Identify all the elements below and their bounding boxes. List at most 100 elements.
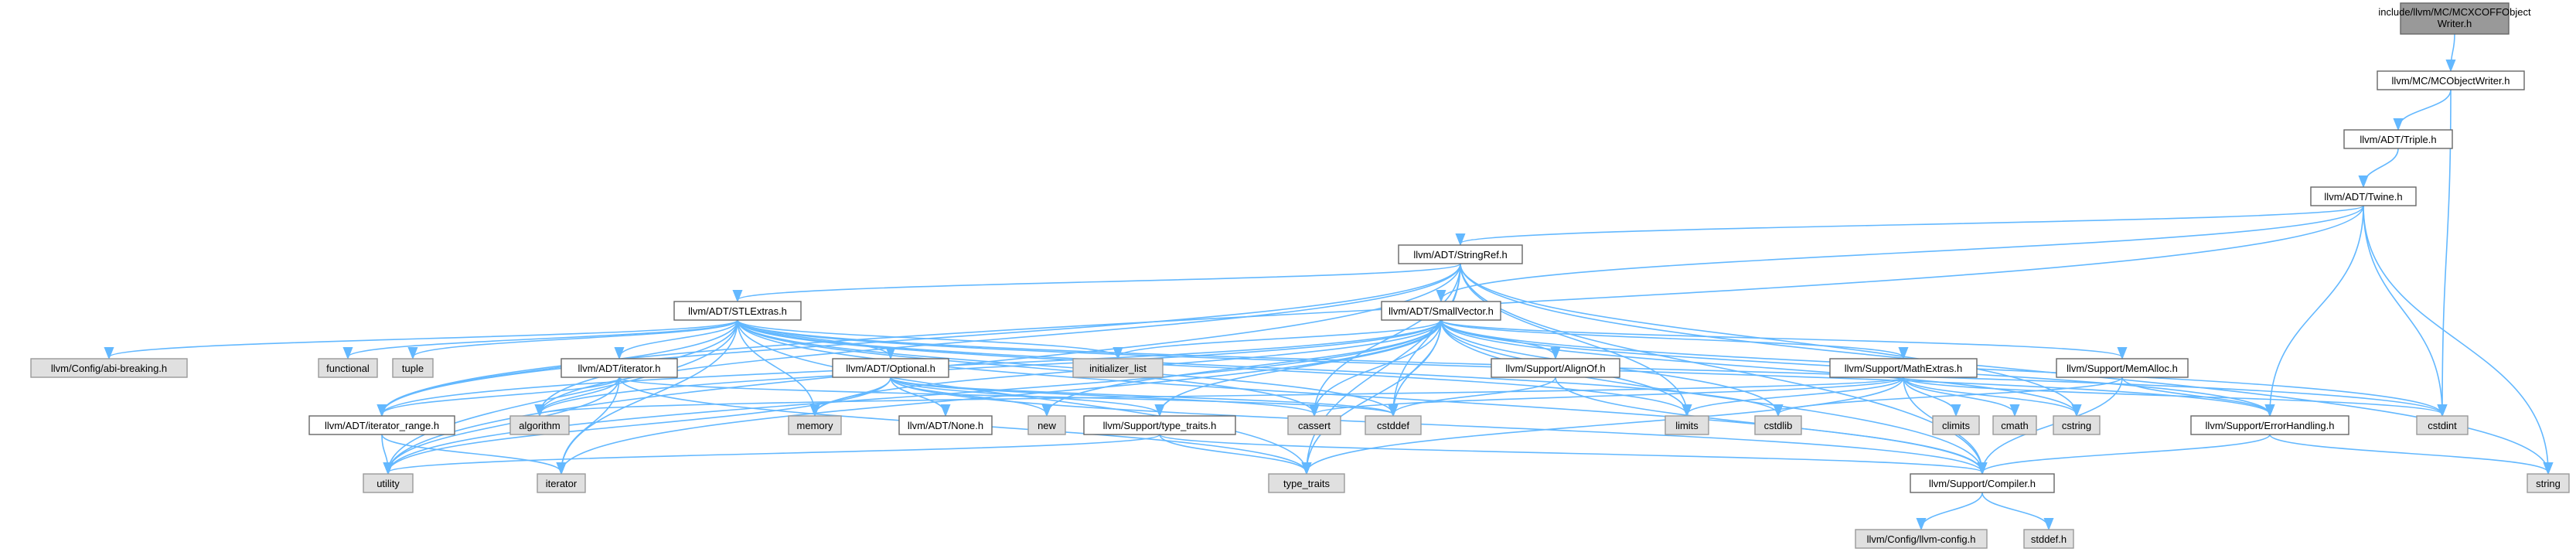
edge-stringref-to-iterrange	[382, 263, 1461, 414]
edge-iterrange-to-iterator	[381, 434, 561, 472]
node-box-memalloc	[2056, 358, 2189, 378]
edge-optional-to-memory	[815, 377, 891, 414]
edge-smallvector-to-initlist	[1118, 319, 1442, 357]
node-box-stddef	[2023, 529, 2074, 549]
node-stlextras[interactable]: llvm/ADT/STLExtras.h	[673, 301, 802, 321]
node-box-cstdint	[2416, 415, 2469, 435]
node-box-abibreaking	[30, 358, 188, 378]
edge-twine-to-smallvector	[1441, 205, 2364, 300]
node-label-twine: llvm/ADT/Twine.h	[2324, 191, 2402, 203]
node-label-functional: functional	[326, 363, 370, 374]
node-label-tuple: tuple	[402, 363, 424, 374]
edge-stlextras-to-cassert	[737, 319, 1314, 414]
edge-twine-to-cstdint	[2363, 205, 2442, 414]
node-iterrange[interactable]: llvm/ADT/iterator_range.h	[308, 415, 455, 435]
node-box-mathextras	[1829, 358, 1978, 378]
edge-optional-to-typetraitsh	[890, 377, 1160, 414]
node-box-cstddef	[1365, 415, 1422, 435]
node-initlist: initializer_list	[1072, 358, 1164, 378]
edge-typetraitsh-to-type_traits	[1159, 434, 1307, 472]
edge-typetraitsh-to-utility	[388, 434, 1160, 472]
node-cstdlib: cstdlib	[1754, 415, 1802, 435]
edge-typetraitsh-to-compiler	[1159, 434, 1982, 472]
node-twine[interactable]: llvm/ADT/Twine.h	[2310, 186, 2417, 206]
node-label-iteratorh: llvm/ADT/iterator.h	[578, 363, 661, 374]
node-label-stlextras: llvm/ADT/STLExtras.h	[688, 305, 787, 317]
node-box-functional	[318, 358, 378, 378]
node-iterator: iterator	[537, 473, 586, 493]
node-box-cstdlib	[1754, 415, 1802, 435]
node-label-cstring: cstring	[2062, 420, 2091, 431]
edge-stlextras-to-iterrange	[382, 319, 738, 414]
node-box-smallvector	[1381, 301, 1501, 321]
node-mcow[interactable]: llvm/MC/MCObjectWriter.h	[2377, 70, 2525, 90]
edge-memalloc-to-errorhandling	[2121, 377, 2270, 414]
node-box-root	[2400, 2, 2510, 35]
node-memalloc[interactable]: llvm/Support/MemAlloc.h	[2056, 358, 2189, 378]
node-mathextras[interactable]: llvm/Support/MathExtras.h	[1829, 358, 1978, 378]
edge-stlextras-to-memory	[737, 319, 815, 414]
node-triple[interactable]: llvm/ADT/Triple.h	[2343, 129, 2453, 149]
node-label-utility: utility	[377, 478, 400, 489]
node-box-cassert	[1287, 415, 1341, 435]
node-label-noneh: llvm/ADT/None.h	[908, 420, 983, 431]
node-box-llvmconfig	[1855, 529, 1988, 549]
node-box-errorhandling	[2190, 415, 2349, 435]
node-stddef: stddef.h	[2023, 529, 2074, 549]
edge-stringref-to-cassert	[1314, 263, 1461, 414]
edge-optional-to-new	[890, 377, 1047, 414]
node-box-cstring	[2053, 415, 2101, 435]
edge-compiler-to-stddef	[1981, 492, 2049, 528]
node-errorhandling[interactable]: llvm/Support/ErrorHandling.h	[2190, 415, 2349, 435]
edge-mathextras-to-climits	[1903, 377, 1956, 414]
edge-smallvector-to-cstring	[1440, 319, 2077, 414]
node-box-iterrange	[308, 415, 455, 435]
node-label-cmath: cmath	[2001, 420, 2028, 431]
node-smallvector[interactable]: llvm/ADT/SmallVector.h	[1381, 301, 1501, 321]
node-noneh[interactable]: llvm/ADT/None.h	[898, 415, 993, 435]
node-box-initlist	[1072, 358, 1164, 378]
node-label-cassert: cassert	[1298, 420, 1331, 431]
edge-stringref-to-algorithm	[540, 263, 1461, 414]
node-abibreaking: llvm/Config/abi-breaking.h	[30, 358, 188, 378]
node-box-iterator	[537, 473, 586, 493]
node-label-mcow: llvm/MC/MCObjectWriter.h	[2392, 75, 2510, 87]
node-box-stringref	[1398, 244, 1523, 264]
node-label-stddef: stddef.h	[2031, 533, 2067, 545]
edge-smallvector-to-compiler	[1440, 319, 1982, 472]
node-label-iterator: iterator	[546, 478, 578, 489]
node-iteratorh[interactable]: llvm/ADT/iterator.h	[561, 358, 678, 378]
node-cstring: cstring	[2053, 415, 2101, 435]
edge-optional-to-compiler	[890, 377, 1982, 472]
edge-stringref-to-cstring	[1460, 263, 2077, 414]
node-tuple: tuple	[392, 358, 434, 378]
node-compiler[interactable]: llvm/Support/Compiler.h	[1910, 473, 2055, 493]
edge-mathextras-to-cstdint	[1903, 377, 2442, 414]
node-label-memalloc: llvm/Support/MemAlloc.h	[2067, 363, 2178, 374]
node-box-cmath	[1992, 415, 2037, 435]
node-utility: utility	[363, 473, 414, 493]
edge-errorhandling-to-string	[2269, 434, 2548, 472]
edge-memalloc-to-compiler	[1982, 377, 2123, 472]
node-label-optional: llvm/ADT/Optional.h	[846, 363, 935, 374]
node-label-string: string	[2536, 478, 2561, 489]
edge-stlextras-to-iteratorh	[619, 319, 738, 357]
node-box-twine	[2310, 186, 2417, 206]
node-box-triple	[2343, 129, 2453, 149]
edge-smallvector-to-cstddef	[1393, 319, 1442, 414]
node-stringref[interactable]: llvm/ADT/StringRef.h	[1398, 244, 1523, 264]
node-label-memory: memory	[797, 420, 833, 431]
node-typetraitsh[interactable]: llvm/Support/type_traits.h	[1083, 415, 1236, 435]
edge-mcow-to-triple	[2398, 89, 2452, 128]
node-optional[interactable]: llvm/ADT/Optional.h	[832, 358, 949, 378]
edge-triple-to-twine	[2363, 148, 2399, 186]
node-box-string	[2527, 473, 2570, 493]
node-label-typetraitsh: llvm/Support/type_traits.h	[1103, 420, 1217, 431]
node-label-cstdint: cstdint	[2428, 420, 2457, 431]
node-box-stlextras	[673, 301, 802, 321]
node-memory: memory	[788, 415, 842, 435]
edge-mathextras-to-type_traits	[1307, 377, 1904, 472]
node-box-utility	[363, 473, 414, 493]
node-alignof[interactable]: llvm/Support/AlignOf.h	[1491, 358, 1620, 378]
